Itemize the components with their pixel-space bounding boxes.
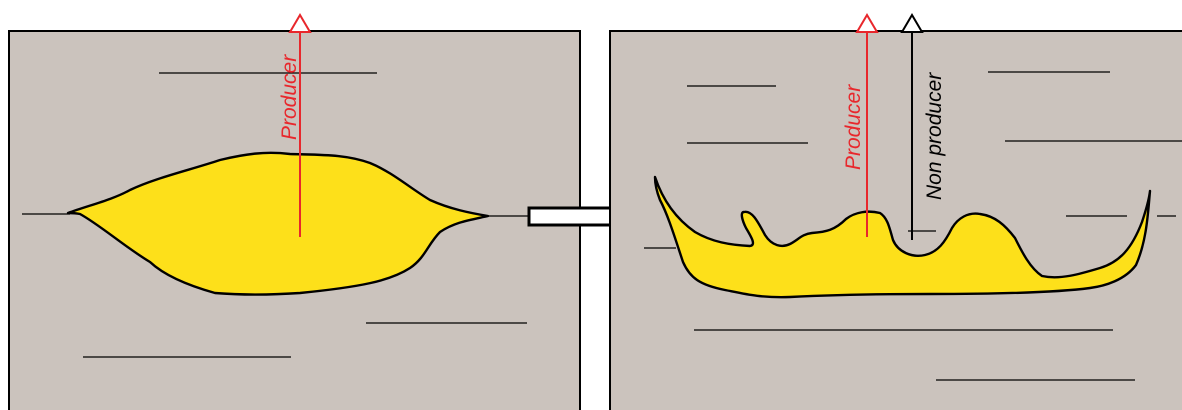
left-producer-arrowhead [290,15,310,32]
right-non-producer-arrowhead [902,15,922,32]
right-non-producer-label: Non producer [923,72,946,200]
right-panel: Producer Non producer [610,15,1182,410]
right-producer-arrowhead [857,15,877,32]
right-panel-background [610,31,1182,410]
left-producer-label: Producer [278,54,301,140]
left-panel: Producer [9,15,580,410]
right-producer-label: Producer [842,84,865,170]
